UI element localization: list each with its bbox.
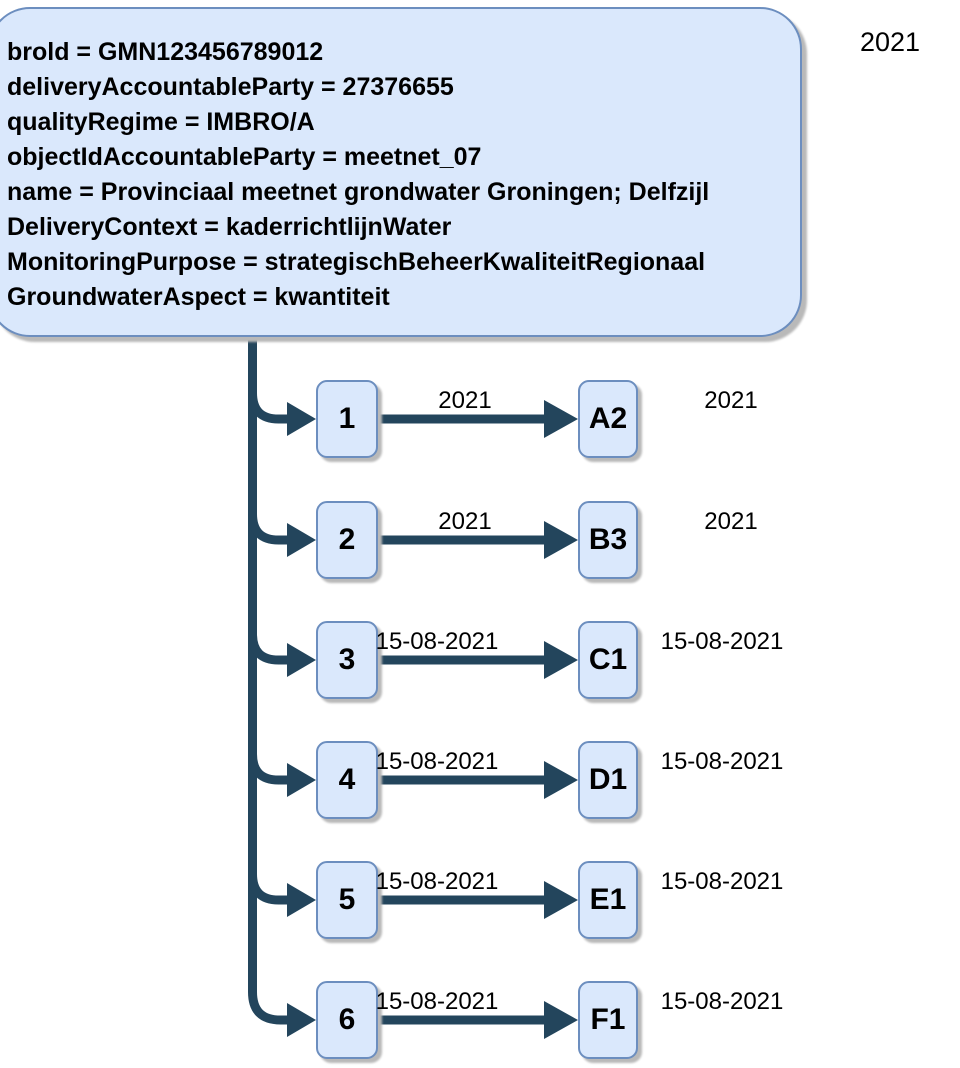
order-node: 1 [316, 380, 378, 458]
point-node: C1 [578, 621, 638, 699]
branch-connector [248, 633, 287, 665]
gmn-attributes-box: brold = GMN123456789012 deliveryAccounta… [0, 7, 802, 337]
branch-arrowhead-icon [287, 763, 316, 797]
edge-date-label: 2021 [438, 508, 492, 535]
gmn-attr-groundwater-aspect: GroundwaterAspect = kwantiteit [7, 283, 390, 311]
gmn-attr-delivery-context: DeliveryContext = kaderrichtlijnWater [7, 213, 452, 241]
branch-arrowhead-icon [287, 643, 316, 677]
branch-arrowhead-icon [287, 402, 316, 436]
order-node: 3 [316, 621, 378, 699]
order-node: 4 [316, 741, 378, 819]
edge-date-label: 15-08-2021 [375, 988, 499, 1015]
row-start-date-label: 15-08-2021 [660, 628, 784, 655]
order-node: 6 [316, 981, 378, 1059]
edge-arrowhead-icon [544, 521, 578, 559]
branch-arrowhead-icon [287, 883, 316, 917]
point-node: B3 [578, 501, 638, 579]
branch-connector [248, 513, 287, 545]
order-node: 5 [316, 861, 378, 939]
edge-date-label: 15-08-2021 [375, 868, 499, 895]
gmn-attr-brold: brold = GMN123456789012 [7, 38, 324, 66]
branch-arrowhead-icon [287, 1003, 316, 1037]
gmn-attr-delivery-accountable-party: deliveryAccountableParty = 27376655 [7, 73, 454, 101]
row-start-date-label: 2021 [704, 387, 758, 414]
edge-arrowhead-icon [544, 641, 578, 679]
branch-connector [248, 873, 287, 905]
row-start-date-label: 15-08-2021 [660, 868, 784, 895]
point-node: E1 [578, 861, 638, 939]
row-start-date-label: 15-08-2021 [660, 748, 784, 775]
gmn-attr-object-id: objectIdAccountableParty = meetnet_07 [7, 143, 482, 171]
edge-date-label: 15-08-2021 [375, 748, 499, 775]
gmn-attr-name: name = Provinciaal meetnet grondwater Gr… [7, 178, 710, 206]
edge-arrowhead-icon [544, 761, 578, 799]
branch-connector [248, 392, 287, 424]
branch-connector [248, 753, 287, 785]
trunk-connector [248, 336, 287, 1025]
gmn-attr-quality-regime: qualityRegime = IMBRO/A [7, 108, 315, 136]
edge-date-label: 2021 [438, 387, 492, 414]
point-node: A2 [578, 380, 638, 458]
edge-arrowhead-icon [544, 400, 578, 438]
point-node: F1 [578, 981, 638, 1059]
gmn-start-date-label: 2021 [859, 27, 921, 57]
order-node: 2 [316, 501, 378, 579]
gmn-attr-monitoring-purpose: MonitoringPurpose = strategischBeheerKwa… [7, 248, 706, 276]
edge-arrowhead-icon [544, 1001, 578, 1039]
edge-arrowhead-icon [544, 881, 578, 919]
branch-arrowhead-icon [287, 523, 316, 557]
row-start-date-label: 2021 [704, 508, 758, 535]
row-start-date-label: 15-08-2021 [660, 988, 784, 1015]
point-node: D1 [578, 741, 638, 819]
edge-date-label: 15-08-2021 [375, 628, 499, 655]
